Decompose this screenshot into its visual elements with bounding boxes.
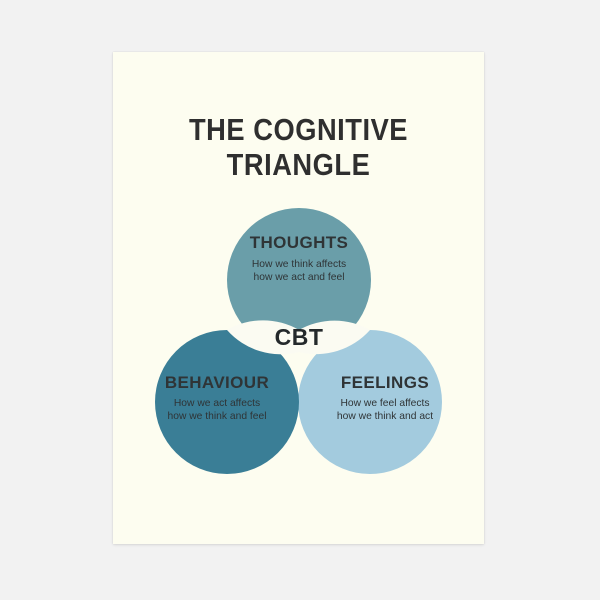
label-thoughts-sub-1: How we think affects	[252, 259, 346, 270]
venn-diagram-svg: THOUGHTS How we think affects how we act…	[155, 208, 442, 474]
label-center-cbt: CBT	[275, 324, 324, 350]
label-feelings-heading: FEELINGS	[341, 373, 429, 392]
page-title: THE COGNITIVE TRIANGLE	[113, 112, 484, 182]
label-behaviour-sub-1: How we act affects	[174, 398, 260, 409]
art-print-card: THE COGNITIVE TRIANGLE THOUGHTS How we t…	[113, 52, 484, 544]
label-behaviour-sub-2: how we think and feel	[167, 411, 266, 422]
title-line-1: THE COGNITIVE	[188, 112, 409, 147]
label-thoughts-heading: THOUGHTS	[250, 233, 349, 252]
circle-feelings[interactable]	[298, 330, 442, 474]
label-behaviour-heading: BEHAVIOUR	[165, 373, 269, 392]
title-line-2: TRIANGLE	[226, 147, 371, 182]
label-feelings-sub-1: How we feel affects	[340, 398, 429, 409]
label-thoughts-sub-2: how we act and feel	[253, 272, 344, 283]
label-feelings-sub-2: how we think and act	[337, 411, 433, 422]
cognitive-triangle-diagram: THOUGHTS How we think affects how we act…	[113, 52, 484, 544]
center-intersection-shape[interactable]	[227, 320, 370, 355]
circle-thoughts[interactable]	[227, 208, 371, 352]
circle-behaviour[interactable]	[155, 330, 299, 474]
